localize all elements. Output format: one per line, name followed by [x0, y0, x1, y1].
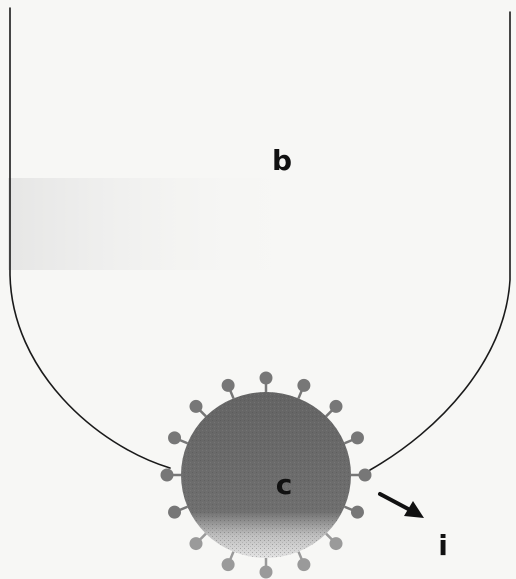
knob [358, 468, 372, 482]
knob [168, 431, 182, 445]
knob [168, 505, 182, 519]
arrow-shaft [378, 492, 414, 513]
particle-knobs [160, 371, 372, 579]
scan-smudge [8, 178, 308, 270]
label-container: b [272, 144, 292, 177]
label-particle: c [276, 468, 293, 501]
container-outline [9, 7, 511, 471]
knob [189, 537, 203, 551]
knob [259, 565, 273, 579]
knob [350, 431, 364, 445]
knob [259, 371, 273, 385]
knob [329, 537, 343, 551]
knob [350, 505, 364, 519]
label-arrow: i [438, 529, 448, 562]
exit-arrow [378, 492, 424, 518]
knob [221, 378, 235, 392]
knob [297, 378, 311, 392]
arrow-head [404, 501, 424, 518]
knob [297, 558, 311, 572]
knob [221, 558, 235, 572]
knob [189, 399, 203, 413]
particle-texture [181, 392, 351, 558]
knob [160, 468, 174, 482]
knob [329, 399, 343, 413]
particle [181, 392, 351, 558]
